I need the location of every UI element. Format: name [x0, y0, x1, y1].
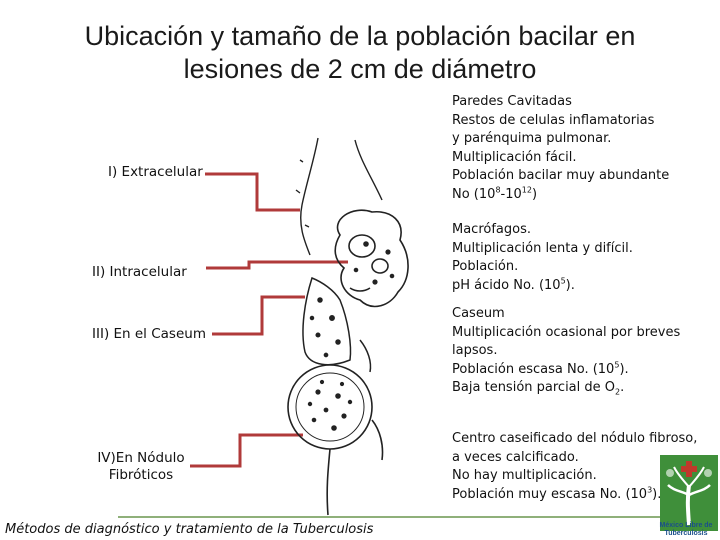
description-intracelular: Macrófagos. Multiplicación lenta y difíc…: [452, 221, 633, 295]
label-caseum: III) En el Caseum: [92, 326, 206, 342]
desc1-line1: Paredes Cavitadas: [452, 94, 572, 109]
label-extracelular: I) Extracelular: [108, 164, 203, 180]
logo-text: México Libre de Tuberculosis: [652, 522, 720, 538]
title-line-2: lesiones de 2 cm de diámetro: [183, 54, 537, 84]
page-title: Ubicación y tamaño de la población bacil…: [40, 20, 680, 86]
desc3-line5: Baja tensión parcial de O2.: [452, 380, 625, 397]
label-nodulo: IV)En Nódulo Fibróticos: [96, 450, 186, 484]
desc1-line2: Restos de celulas inflamatorias: [452, 112, 655, 128]
desc3-line2: Multiplicación ocasional por breves: [452, 324, 681, 340]
connector-intracelular: [206, 260, 348, 270]
tree-logo-icon: [660, 455, 718, 531]
label-nodulo-line-2: Fibróticos: [108, 467, 174, 483]
desc3-line3: lapsos.: [452, 343, 498, 358]
desc3-line4: Población escasa No. (105).: [452, 360, 629, 377]
logo-text-line-2: Tuberculosis: [664, 530, 708, 537]
fibrotic-nodule: [287, 364, 384, 516]
desc1-line6: No (108-1012): [452, 185, 538, 202]
title-line-1: Ubicación y tamaño de la población bacil…: [84, 21, 636, 51]
desc2-line2: Multiplicación lenta y difícil.: [452, 240, 633, 256]
connector-nodulo: [190, 433, 303, 468]
desc2-line1: Macrófagos.: [452, 222, 531, 237]
description-caseum: Caseum Multiplicación ocasional por brev…: [452, 305, 680, 398]
connectors: [190, 172, 348, 468]
connector-extracelular: [205, 172, 300, 212]
desc3-line1: Caseum: [452, 306, 505, 321]
desc4-line3: No hay multiplicación.: [452, 468, 597, 483]
desc4-line1: Centro caseificado del nódulo fibroso,: [452, 431, 698, 446]
label-nodulo-line-1: IV)En Nódulo: [97, 450, 185, 466]
desc1-line4: Multiplicación fácil.: [452, 149, 577, 165]
desc2-line3: Población.: [452, 259, 519, 274]
cavity-wall-sketch: [295, 137, 383, 256]
description-extracelular: Paredes Cavitadas Restos de celulas infl…: [452, 93, 669, 204]
description-nodulo: Centro caseificado del nódulo fibroso, a…: [452, 430, 697, 504]
logo-text-line-1: México Libre de: [659, 522, 713, 529]
desc2-line4: pH ácido No. (105).: [452, 276, 575, 293]
label-intracelular: II) Intracelular: [92, 264, 187, 280]
connector-caseum: [212, 295, 305, 336]
caseum-area: [302, 277, 372, 373]
desc1-line5: Población bacilar muy abundante: [452, 168, 670, 183]
macrophage-cell: [334, 209, 409, 308]
desc4-line2: a veces calcificado.: [452, 449, 579, 465]
desc4-line4: Población muy escasa No. (103).: [452, 485, 662, 502]
footer-divider: [118, 516, 718, 518]
desc1-line3: y parénquima pulmonar.: [452, 131, 612, 146]
footer-text: Métodos de diagnóstico y tratamiento de …: [5, 522, 374, 537]
